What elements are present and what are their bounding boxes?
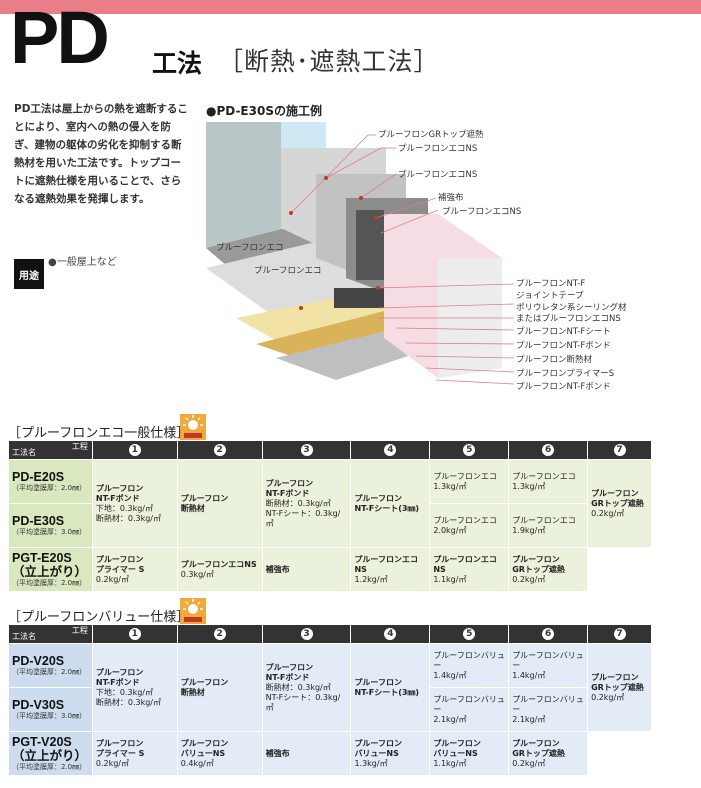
value-cell-step2: プルーフロン断熱材	[176, 643, 263, 732]
callout-eco-2: プルーフロンエコ	[254, 266, 322, 276]
sun-shield-icon	[180, 414, 206, 440]
diagram-mesh	[356, 210, 384, 280]
eco-spec-table: 工程工法名 1 2 3 4 5 6 7 PD-E20S（平均塗膜厚：2.0㎜） …	[8, 440, 652, 592]
callout-eco-1: プルーフロンエコ	[216, 243, 284, 253]
eco-step-2: 2	[176, 440, 263, 460]
intro-text: PD工法は屋上からの熱を遮断することにより、室内への熱の侵入を防ぎ、建物の躯体の…	[14, 103, 188, 205]
eco-cell-step2: プルーフロン断熱材	[176, 459, 263, 548]
value-step-3: 3	[261, 624, 352, 644]
eco-step-3: 3	[261, 440, 352, 460]
callout-nt-f-sheet: プルーフロンNT-Fシート	[516, 327, 611, 337]
callout-nt-f-bond-1: プルーフロンNT-Fボンド	[516, 341, 611, 351]
value-step-2: 2	[176, 624, 263, 644]
value-method-pd-v30s: PD-V30S（平均塗膜厚：3.0㎜）	[8, 687, 93, 732]
construction-diagram: プルーフロンGRトップ遮熱 プルーフロンエコNS プルーフロンエコNS 補強布 …	[206, 122, 627, 392]
value-step-1: 1	[91, 624, 178, 644]
value-spec-table: 工程工法名 1 2 3 4 5 6 7 PD-V20S（平均塗膜厚：2.0㎜） …	[8, 624, 652, 776]
callout-gr-top: プルーフロンGRトップ遮熱	[378, 129, 484, 140]
callout-nt-f-bond-2: プルーフロンNT-Fボンド	[516, 382, 611, 392]
value-step-6: 6	[508, 624, 589, 644]
value-header-corner: 工程工法名	[8, 624, 93, 644]
callout-eco-ns-3: プルーフロンエコNS	[442, 207, 521, 217]
method-logo-pd: PD	[10, 0, 110, 79]
diagram-leader-lines	[290, 134, 515, 385]
eco-method-pd-e30s: PD-E30S（平均塗膜厚：3.0㎜）	[8, 503, 93, 548]
value-method-pgt-v20s: PGT-V20S（立上がり）（平均塗膜厚：2.0㎜）	[8, 731, 93, 776]
eco-method-pd-e20s: PD-E20S（平均塗膜厚：2.0㎜）	[8, 459, 93, 504]
value-r3-empty	[587, 731, 652, 776]
callout-nt-f: プルーフロンNT-F	[516, 279, 585, 289]
value-step-5: 5	[429, 624, 510, 644]
diagram-wall	[206, 122, 281, 248]
callout-sealant: ポリウレタン系シーリング材	[516, 302, 627, 313]
value-step-4: 4	[350, 624, 431, 644]
callout-eco-ns-1: プルーフロンエコNS	[398, 144, 477, 154]
callout-reinforcement: 補強布	[438, 192, 464, 203]
example-title: ●PD-E30Sの施工例	[206, 104, 322, 118]
eco-step-5: 5	[429, 440, 510, 460]
value-step-7: 7	[587, 624, 652, 644]
method-koho-label: 工法	[152, 49, 203, 78]
eco-r3-step3: 補強布	[261, 547, 352, 592]
value-spec-title: ［プルーフロンバリュー仕様］	[8, 610, 190, 625]
callout-eco-ns-2: プルーフロンエコNS	[398, 170, 477, 180]
sun-shield-icon	[180, 598, 206, 624]
usage-value: ●一般屋上など	[48, 257, 117, 268]
eco-spec-title: ［プルーフロンエコ一般仕様］	[8, 426, 190, 441]
diagram-grate	[334, 288, 384, 308]
page-subtitle: ［断熱･遮熱工法］	[218, 47, 440, 76]
value-method-pd-v20s: PD-V20S（平均塗膜厚：2.0㎜）	[8, 643, 93, 688]
eco-r3-empty	[587, 547, 652, 592]
value-r3-step3: 補強布	[261, 731, 352, 776]
callout-joint-tape: ジョイントテープ	[516, 291, 584, 301]
usage-label: 用途	[14, 259, 44, 289]
callout-primer-s: プルーフロンプライマーS	[516, 369, 614, 379]
header-accent-bar	[0, 0, 701, 14]
eco-step-7: 7	[587, 440, 652, 460]
callout-insulation: プルーフロン断熱材	[516, 354, 592, 365]
eco-step-1: 1	[91, 440, 178, 460]
eco-header-corner: 工程工法名	[8, 440, 93, 460]
eco-step-4: 4	[350, 440, 431, 460]
eco-method-pgt-e20s: PGT-E20S（立上がり）（平均塗膜厚：2.0㎜）	[8, 547, 93, 592]
eco-step-6: 6	[508, 440, 589, 460]
callout-sealant-alt: またはプルーフロンエコNS	[516, 314, 621, 324]
